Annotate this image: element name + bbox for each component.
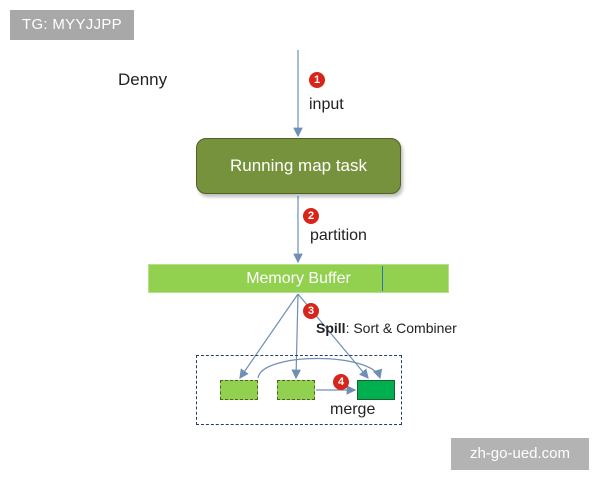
step-4-badge: 4 xyxy=(333,374,349,390)
task-label: Running map task xyxy=(229,156,368,175)
merged-file xyxy=(357,380,395,400)
buffer-label: Memory Buffer xyxy=(246,269,351,287)
step-1-label: input xyxy=(309,96,344,113)
spill-file-2 xyxy=(277,380,315,400)
step-1-badge: 1 xyxy=(309,72,325,88)
tag-label: TG: MYYJJPP xyxy=(10,10,134,40)
watermark: zh-go-ued.com xyxy=(451,438,589,470)
step-2-label: partition xyxy=(310,227,367,244)
spill-files-container xyxy=(196,355,402,425)
buffer-threshold-mark xyxy=(382,266,383,291)
spill-file-1 xyxy=(220,380,258,400)
step-2-badge: 2 xyxy=(303,208,319,224)
step-3-badge: 3 xyxy=(303,303,319,319)
merge-label: merge xyxy=(330,401,376,418)
spill-label-bold: Spill xyxy=(316,320,346,336)
memory-buffer-bar: Memory Buffer xyxy=(148,264,449,293)
spill-label: Spill: Sort & Combiner xyxy=(316,320,457,336)
spill-arrow-2 xyxy=(291,293,301,380)
spill-label-rest: : Sort & Combiner xyxy=(345,320,457,336)
merge-arc-arrow xyxy=(257,358,383,380)
running-map-task-box: Running map task xyxy=(196,138,401,194)
author-label: Denny xyxy=(118,70,168,89)
spill-arrow-1 xyxy=(239,293,299,379)
